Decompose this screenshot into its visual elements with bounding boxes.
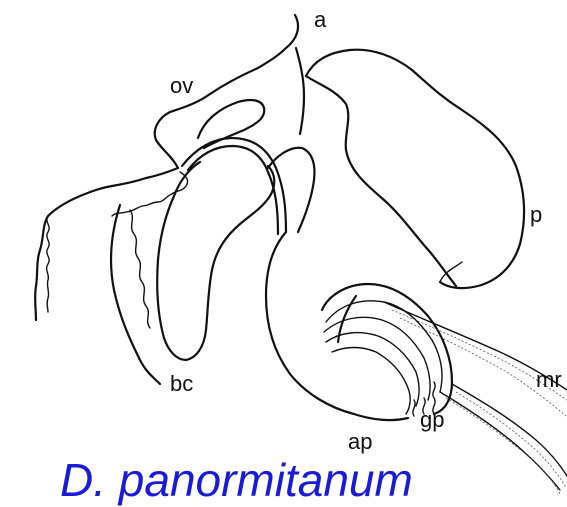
- accessory-gland-wavy-top: [112, 172, 188, 216]
- label-ov: ov: [170, 73, 193, 98]
- retractor-muscle-lower: [440, 392, 560, 490]
- upper-lobe-outline: [198, 100, 264, 148]
- label-gp: gp: [420, 407, 444, 432]
- atrium-outline: [266, 232, 408, 420]
- accessory-gland-wavy-left: [47, 216, 50, 312]
- genital-fold-3: [326, 333, 419, 406]
- inner-lobe-outline: [268, 148, 315, 232]
- label-bc: bc: [170, 371, 193, 396]
- genital-fold-1: [326, 301, 442, 392]
- label-a: a: [314, 7, 327, 32]
- left-lobe-wavy: [130, 210, 150, 328]
- left-lobe-outline: [111, 205, 160, 384]
- penis-inner-outline: [306, 76, 456, 286]
- bursa-duct: [182, 138, 286, 232]
- oviduct-inner-outline: [296, 48, 304, 134]
- bursa-duct-inner: [188, 146, 278, 234]
- label-ap: ap: [348, 429, 372, 454]
- retractor-muscle-band: [452, 384, 567, 476]
- penis-outline: [306, 50, 524, 288]
- label-mr: mr: [536, 367, 562, 392]
- label-p: p: [530, 202, 542, 227]
- genital-fold-4: [332, 348, 410, 415]
- bursa-copulatrix-outline: [157, 162, 274, 360]
- species-name: D. panormitanum: [60, 454, 413, 506]
